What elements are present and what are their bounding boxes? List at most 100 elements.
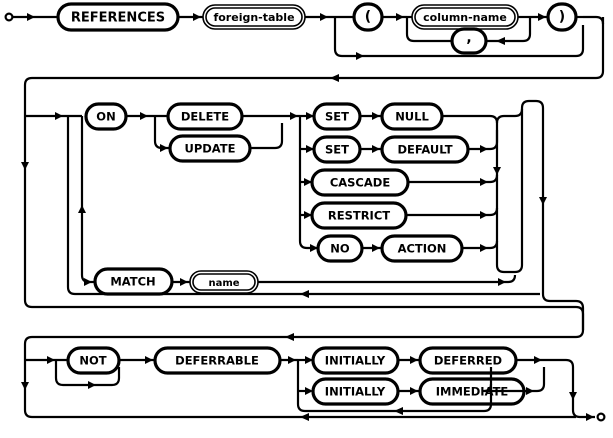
node-no-label: NO — [330, 242, 350, 256]
node-match: MATCH — [93, 267, 174, 296]
arrow-name-out — [498, 278, 506, 286]
node-rparen-label: ) — [559, 9, 565, 25]
arrow-section3-bypass-right — [300, 413, 309, 421]
arrow-on-out — [140, 112, 148, 120]
arrow-comma-loop — [496, 37, 505, 45]
node-column-name: column-name — [411, 4, 519, 30]
arrow-section2-collector-down — [539, 197, 547, 205]
node-restrict: RESTRICT — [310, 201, 408, 230]
arrow-initially-immediate — [305, 387, 313, 395]
node-initially-immediate-initially-label: INITIALLY — [325, 385, 386, 399]
node-delete-label: DELETE — [181, 110, 229, 124]
node-rparen: ) — [546, 2, 578, 32]
node-no: NO — [316, 234, 364, 263]
node-comma: , — [450, 27, 488, 55]
arrow-action-out — [480, 244, 488, 252]
node-deferrable: DEFERRABLE — [153, 346, 282, 375]
node-deferrable-label: DEFERRABLE — [175, 354, 259, 368]
node-cascade: CASCADE — [310, 168, 410, 197]
rail-null-out — [442, 114, 499, 124]
rail-to-end — [571, 409, 595, 419]
start-marker — [4, 12, 14, 22]
node-lparen: ( — [352, 2, 384, 32]
rail-default-out — [468, 130, 499, 151]
arrow-to-update — [160, 144, 168, 152]
rail-choice-to-match — [80, 116, 95, 284]
rail-actions-collector — [495, 108, 524, 274]
node-initially-deferred-initially-label: INITIALLY — [325, 354, 386, 368]
arrow-initially-deferred — [305, 356, 313, 364]
arrow-references-out — [193, 13, 201, 21]
rail-section3-collector — [544, 358, 575, 410]
node-default: DEFAULT — [380, 135, 470, 164]
node-on: ON — [84, 102, 128, 131]
arrow-match-to-name — [180, 278, 188, 286]
rail-not-bypass-join — [104, 367, 121, 387]
rail-section2-collector-right — [520, 99, 545, 294]
node-references: REFERENCES — [56, 2, 180, 32]
rail-skip-column-list — [333, 17, 585, 58]
node-set-default-set-label: SET — [325, 143, 349, 157]
node-null: NULL — [380, 102, 444, 131]
end-marker-group — [596, 412, 606, 422]
node-set-null-set: SET — [312, 102, 362, 131]
node-comma-box — [450, 27, 488, 55]
arrow-not-to-deferrable — [145, 356, 153, 364]
node-foreign-table-label: foreign-table — [213, 11, 294, 24]
arrow-choice-to-match — [84, 278, 92, 286]
arrow-cascade-out — [480, 178, 488, 186]
rail-row1-wrap-to-section2 — [23, 17, 605, 100]
start-marker-group — [4, 12, 58, 22]
arrow-default-out — [480, 145, 488, 153]
node-initially-deferred-initially: INITIALLY — [311, 346, 400, 375]
arrow-not-bypass — [88, 381, 96, 389]
arrow-set-default — [306, 145, 314, 153]
arrow-section2-bypass-down — [21, 162, 29, 170]
rail-collector-cap — [495, 108, 524, 124]
node-default-label: DEFAULT — [397, 143, 452, 157]
node-restrict-label: RESTRICT — [328, 209, 390, 223]
end-marker — [596, 412, 606, 422]
arrow-to-end — [586, 413, 594, 421]
arrow-section2-repeat — [300, 290, 309, 298]
node-action-label: ACTION — [398, 242, 447, 256]
node-foreign-table-box-inner — [205, 7, 303, 27]
node-delete: DELETE — [166, 102, 244, 131]
node-references-label: REFERENCES — [71, 11, 165, 26]
rail-name-out — [258, 274, 517, 284]
arrow-initially-skip — [394, 407, 403, 415]
arrow-restrict-out — [480, 211, 488, 219]
node-column-name-label: column-name — [423, 11, 507, 24]
arrow-initially-to-deferred — [410, 356, 418, 364]
arrow-section3-bypass-down — [21, 382, 29, 390]
arrow-restrict — [304, 211, 312, 219]
arrow-collector-down — [493, 167, 501, 175]
arrow-deferred-out — [534, 356, 542, 364]
arrow-action-entry — [290, 112, 298, 120]
arrow-immediate-out — [526, 387, 534, 395]
rail-update-join — [250, 123, 284, 150]
rail-section3-wrap — [23, 329, 585, 360]
arrow-start — [27, 13, 35, 21]
arrow-choice-up — [78, 205, 86, 213]
rail-section3-bypass — [23, 360, 576, 419]
arrow-lparen-out — [396, 13, 404, 21]
node-on-label: ON — [96, 110, 115, 124]
node-name-box-inner — [192, 273, 256, 291]
arrow-no-action — [310, 244, 318, 252]
node-deferred: DEFERRED — [418, 346, 518, 375]
node-null-label: NULL — [395, 110, 429, 124]
node-not: NOT — [66, 346, 121, 375]
arrow-section3-collector-down — [569, 392, 577, 400]
arrow-set-to-default — [372, 145, 380, 153]
rail-comma-loop-right — [486, 17, 532, 43]
arrow-row1-wrap — [330, 74, 339, 82]
node-name: name — [189, 270, 259, 294]
node-cascade-label: CASCADE — [330, 176, 391, 190]
node-lparen-label: ( — [365, 9, 371, 25]
rail-section2-to-section3 — [541, 293, 585, 309]
rail-rparen-join-right — [583, 15, 605, 25]
rail-immediate-out — [524, 367, 546, 393]
node-update-label: UPDATE — [184, 142, 235, 156]
